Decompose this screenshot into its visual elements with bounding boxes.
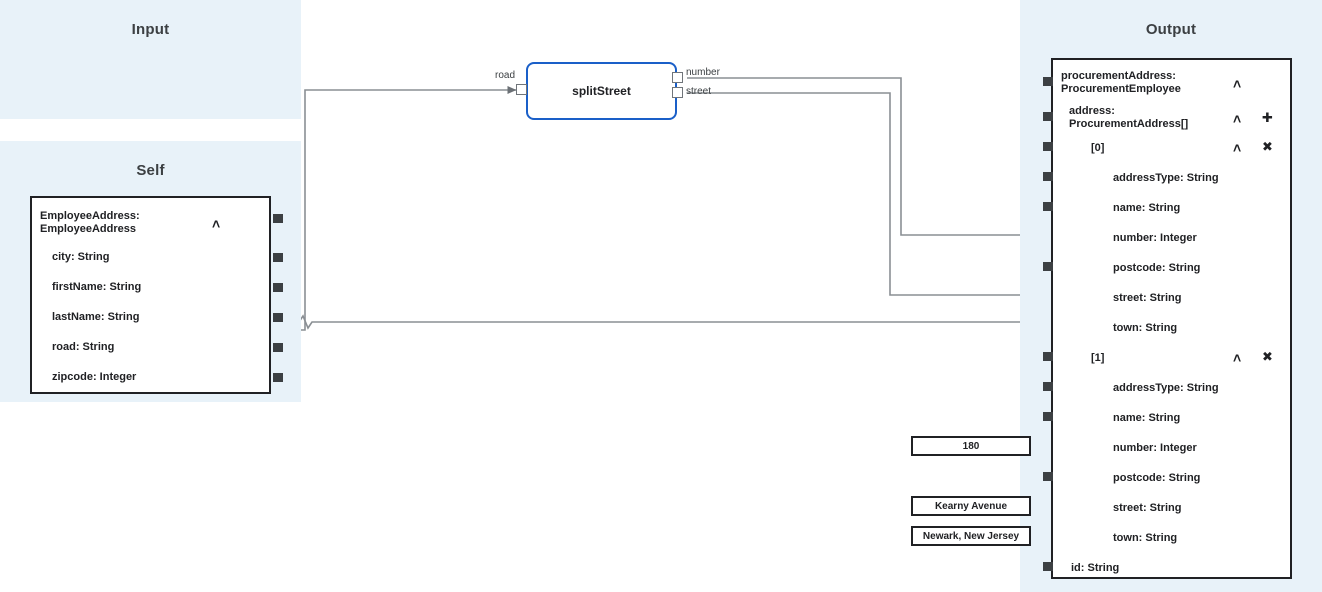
output-item-0-field-town: town: String — [1113, 322, 1178, 334]
function-node-splitstreet[interactable]: splitStreet — [526, 62, 677, 120]
port-output-address[interactable] — [1043, 112, 1053, 121]
self-field-zipcode: zipcode: Integer — [52, 371, 137, 383]
port-self-root[interactable] — [273, 214, 283, 223]
output-item-0-index: [0] — [1091, 142, 1105, 154]
port-output-item-0-name[interactable] — [1043, 202, 1053, 211]
output-item-1-field-town: town: String — [1113, 532, 1178, 544]
self-field-city: city: String — [52, 251, 110, 263]
port-output-item-1-name[interactable] — [1043, 412, 1053, 421]
output-array-header-line1: address: — [1069, 105, 1115, 117]
node-output-label-number: number — [686, 67, 720, 78]
output-card-header-line2: ProcurementEmployee — [1061, 83, 1181, 95]
output-array-header-line2: ProcurementAddress[] — [1069, 118, 1189, 130]
self-panel-title: Self — [136, 162, 165, 179]
port-self-lastname[interactable] — [273, 313, 283, 322]
port-output-item-1-addresstype[interactable] — [1043, 382, 1053, 391]
output-item-0-remove-close-icon[interactable]: ✖ — [1262, 139, 1273, 154]
port-output-item-1-postcode[interactable] — [1043, 472, 1053, 481]
port-output-root[interactable] — [1043, 77, 1053, 86]
port-self-firstname[interactable] — [273, 283, 283, 292]
output-item-1-field-street: street: String — [1113, 502, 1182, 514]
self-card-header-line2: EmployeeAddress — [40, 223, 136, 235]
output-panel-title: Output — [1145, 21, 1197, 38]
function-node-label: splitStreet — [572, 84, 631, 98]
input-panel: Input — [0, 0, 301, 119]
output-item-0-field-postcode: postcode: String — [1113, 262, 1201, 274]
output-item-1-field-name: name: String — [1113, 412, 1181, 424]
self-schema-card[interactable]: EmployeeAddress: EmployeeAddress ˄ city:… — [30, 196, 283, 394]
output-item-0-field-street: street: String — [1113, 292, 1182, 304]
literal-value-box-number[interactable]: 180 — [911, 436, 1031, 456]
wire-city-to-town — [271, 254, 1044, 330]
port-output-item-1[interactable] — [1043, 352, 1053, 361]
output-field-id: id: String — [1071, 562, 1120, 574]
output-item-1-field-number: number: Integer — [1113, 442, 1197, 454]
self-field-lastname: lastName: String — [52, 311, 140, 323]
output-array-collapse-chevron-up-icon[interactable]: ˄ — [1233, 111, 1242, 127]
output-item-1-remove-close-icon[interactable]: ✖ — [1262, 349, 1273, 364]
self-field-firstname: firstName: String — [52, 281, 142, 293]
output-item-0-field-addresstype: addressType: String — [1113, 172, 1219, 184]
port-self-zipcode[interactable] — [273, 373, 283, 382]
output-item-1-field-addresstype: addressType: String — [1113, 382, 1219, 394]
self-card-collapse-chevron-up-icon[interactable]: ˄ — [212, 216, 221, 232]
output-item-0-field-number: number: Integer — [1113, 232, 1197, 244]
port-output-item-0-addresstype[interactable] — [1043, 172, 1053, 181]
port-self-road[interactable] — [273, 343, 283, 352]
output-item-1-collapse-chevron-up-icon[interactable]: ˄ — [1233, 350, 1242, 366]
output-array-add-icon[interactable]: ✚ — [1262, 110, 1273, 125]
wire-number-to-output-number — [687, 77, 1044, 239]
node-input-label-road: road — [495, 70, 516, 81]
port-output-item-0-postcode[interactable] — [1043, 262, 1053, 271]
self-card-header-line1: EmployeeAddress: — [40, 210, 140, 222]
output-item-1-field-postcode: postcode: String — [1113, 472, 1201, 484]
port-output-id[interactable] — [1043, 562, 1053, 571]
node-output-label-street: street — [686, 86, 712, 97]
wire-road-to-splitstreet — [271, 86, 517, 346]
port-self-city[interactable] — [273, 253, 283, 262]
node-output-port-street[interactable] — [672, 87, 683, 98]
literal-value-box-street[interactable]: Kearny Avenue — [911, 496, 1031, 516]
output-item-0-collapse-chevron-up-icon[interactable]: ˄ — [1233, 140, 1242, 156]
wire-street-to-output-street — [687, 92, 1044, 299]
output-root-collapse-chevron-up-icon[interactable]: ˄ — [1233, 76, 1242, 92]
output-item-0-field-name: name: String — [1113, 202, 1181, 214]
node-input-port-road[interactable] — [516, 84, 527, 95]
output-card-header-line1: procurementAddress: — [1061, 70, 1176, 82]
port-output-item-0[interactable] — [1043, 142, 1053, 151]
output-item-1-index: [1] — [1091, 352, 1105, 364]
self-field-road: road: String — [52, 341, 115, 353]
literal-value-box-town[interactable]: Newark, New Jersey — [911, 526, 1031, 546]
output-schema-card[interactable]: procurementAddress: ProcurementEmployee … — [1043, 58, 1292, 579]
input-panel-title: Input — [131, 21, 170, 38]
node-output-port-number[interactable] — [672, 72, 683, 83]
